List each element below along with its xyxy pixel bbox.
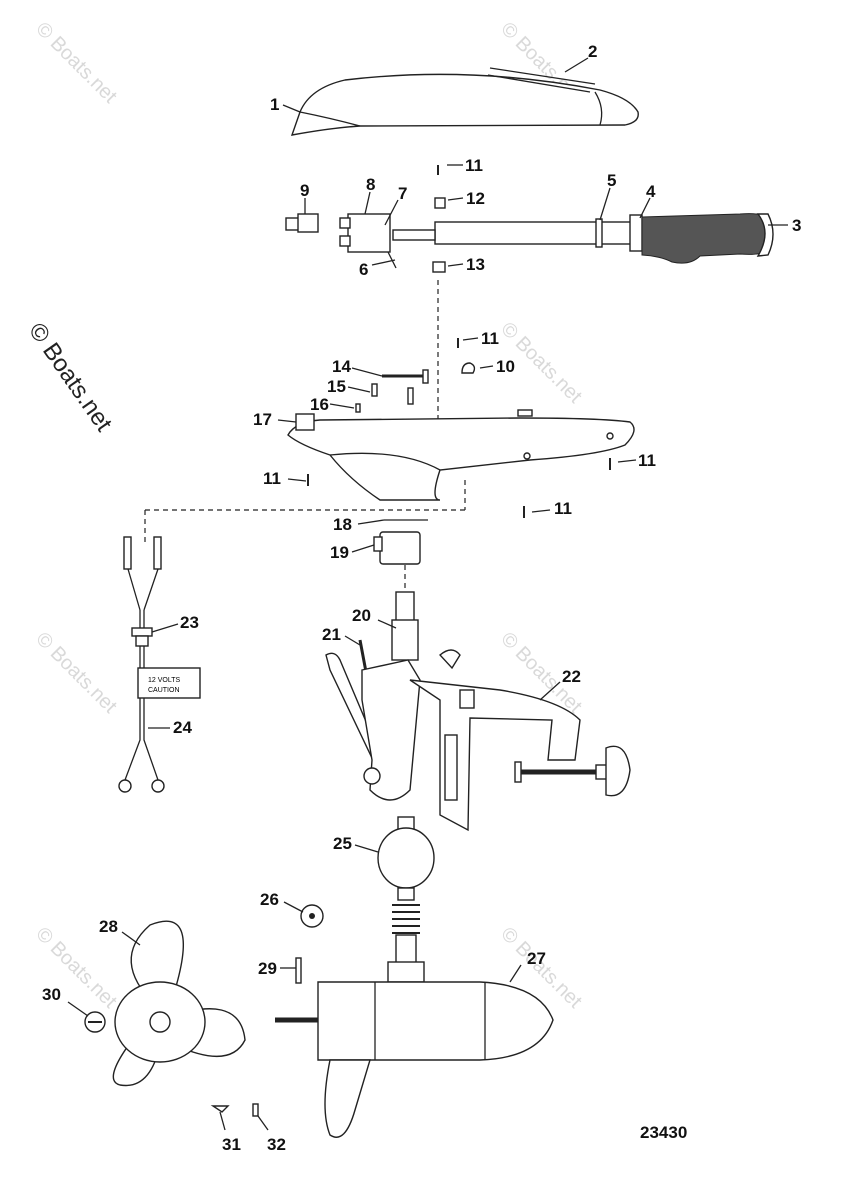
shaft-mount [325, 591, 631, 832]
lower-cover [287, 409, 635, 501]
callout-23: 23 [180, 613, 199, 632]
callout-20: 20 [352, 606, 371, 625]
callout-24: 24 [173, 718, 192, 737]
callout-15: 15 [327, 377, 346, 396]
callout-1: 1 [270, 95, 279, 114]
callout-7: 7 [398, 184, 407, 203]
callout-13: 13 [466, 255, 485, 274]
callout-6: 6 [359, 260, 368, 279]
callout-26: 26 [260, 890, 279, 909]
callout-11c: 11 [263, 469, 281, 488]
callout-4: 4 [646, 182, 656, 201]
callout-19: 19 [330, 543, 349, 562]
callout-11a: 11 [465, 156, 483, 175]
callout-12: 12 [466, 189, 485, 208]
watermark: © Boats.net [31, 18, 121, 108]
callout-11b: 11 [481, 329, 499, 348]
callout-25: 25 [333, 834, 352, 853]
callout-11d: 11 [638, 451, 656, 470]
callout-11e: 11 [554, 499, 572, 518]
callout-22: 22 [562, 667, 581, 686]
side-watermark: © Boats.net [23, 318, 117, 437]
callout-29: 29 [258, 959, 277, 978]
hardware [307, 165, 611, 518]
decal-line-1: 12 VOLTS [148, 677, 180, 684]
callout-14: 14 [332, 357, 351, 376]
callout-3: 3 [792, 216, 801, 235]
wire-harness: 12 VOLTS CAUTION [118, 536, 201, 793]
watermarks: © Boats.net © Boats.net © Boats.net © Bo… [31, 18, 586, 1013]
callout-5: 5 [607, 171, 616, 190]
callout-16: 16 [310, 395, 329, 414]
callout-10: 10 [496, 357, 515, 376]
watermark: © Boats.net [31, 628, 121, 718]
callout-32: 32 [267, 1135, 286, 1154]
callout-17: 17 [253, 410, 272, 429]
assembly-lines [144, 280, 466, 595]
callout-8: 8 [366, 175, 375, 194]
callout-18: 18 [333, 515, 352, 534]
top-cover [290, 67, 639, 136]
callouts: 1 2 3 4 5 6 7 8 9 11 12 13 11 10 14 15 1… [42, 42, 801, 1154]
callout-2: 2 [588, 42, 597, 61]
diagram-id: 23430 [640, 1123, 687, 1142]
callout-28: 28 [99, 917, 118, 936]
callout-30: 30 [42, 985, 61, 1004]
callout-27: 27 [527, 949, 546, 968]
callout-9: 9 [300, 181, 309, 200]
callout-21: 21 [322, 625, 341, 644]
trolling-motor-unit [275, 904, 554, 1138]
decal-line-2: CAUTION [148, 687, 180, 694]
leader-lines [67, 57, 788, 1131]
propeller [84, 920, 259, 1117]
collar [373, 519, 428, 565]
callout-31: 31 [222, 1135, 241, 1154]
steering-ball [377, 816, 435, 983]
